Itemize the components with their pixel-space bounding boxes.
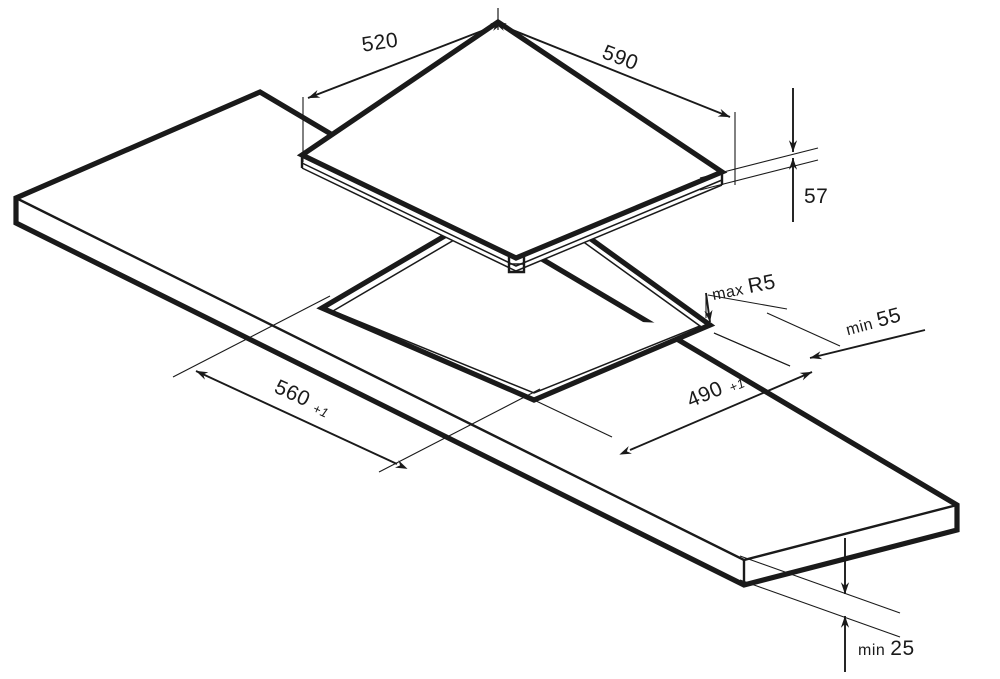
cooktop-left-edge-face	[302, 155, 516, 271]
dim-label-520: 520	[360, 28, 400, 56]
dim-label-490-tolerance: +1	[727, 375, 747, 395]
dim-label-560-tolerance: +1	[311, 401, 332, 421]
ext-line-min25-top	[739, 555, 901, 614]
ext-line-min55-a	[766, 312, 841, 347]
dim-label-min25: min 25	[858, 637, 915, 660]
dim-line-560	[195, 370, 408, 469]
ext-line-490-top	[713, 332, 791, 367]
dim-label-57: 57	[804, 185, 828, 208]
cooktop-edge-line-upper	[301, 162, 723, 267]
dimension-min55-group: min55	[713, 303, 926, 367]
ext-line-57-bottom	[699, 159, 819, 191]
dim-label-maxr5-prefix: max	[711, 281, 745, 304]
dim-line-590	[494, 22, 731, 118]
dimension-min25-group: min 25	[739, 538, 915, 672]
dimension-520-group: 520	[302, 8, 503, 162]
dim-label-maxr5-value: R5	[746, 270, 778, 298]
dim-line-min55	[809, 329, 926, 360]
dim-line-490	[619, 371, 813, 455]
dim-line-maxr5	[704, 292, 713, 323]
cutout-inner-fill	[322, 308, 710, 400]
ext-line-490-bottom	[533, 399, 613, 438]
cooktop-top-face	[302, 22, 722, 258]
dim-label-560: 560+1	[271, 375, 335, 421]
dim-label-560-value: 560	[271, 375, 314, 411]
worktop-right-edge-face	[744, 505, 957, 585]
dim-label-min55-value: 55	[874, 303, 903, 332]
dim-label-maxr5: maxR5	[710, 270, 778, 305]
ext-line-560-left	[172, 295, 331, 378]
ext-line-min25-bottom	[739, 579, 901, 638]
dim-label-min25-value: 25	[890, 637, 914, 660]
dimension-57-group: 57	[699, 88, 828, 222]
cooktop-right-edge-face	[516, 172, 722, 271]
dimension-maxr5-group: maxR5	[704, 270, 788, 323]
dim-label-min25-prefix: min	[858, 642, 885, 659]
dimension-560-group: 560+1	[172, 295, 541, 473]
ext-line-57-top	[699, 147, 819, 179]
dim-label-min55: min55	[843, 303, 904, 340]
leader-line-maxr5	[707, 294, 788, 310]
dim-line-520	[307, 22, 503, 99]
dim-label-min55-prefix: min	[844, 316, 875, 339]
dim-label-590: 590	[599, 41, 641, 76]
